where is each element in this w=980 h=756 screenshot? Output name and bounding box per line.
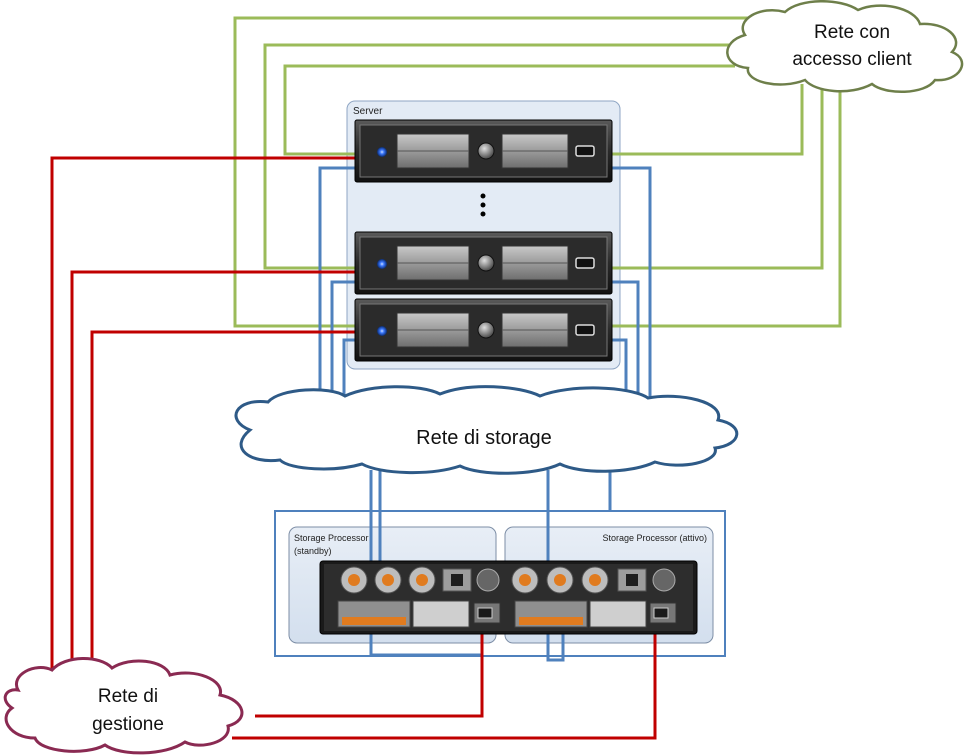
client-link-1 [233, 16, 760, 328]
management-links [50, 156, 657, 740]
server-group-label: Server [353, 106, 383, 117]
fan-row-left [340, 566, 500, 594]
management-network-cloud: Rete di gestione [3, 657, 244, 755]
storage-array [319, 560, 698, 635]
management-network-cloud-line1: Rete di [98, 686, 158, 707]
client-link-5 [612, 88, 824, 270]
sp-standby-label-line1: Storage Processor [294, 533, 369, 543]
mgmt-link-2 [70, 270, 356, 675]
mgmt-link-3 [90, 330, 356, 680]
storage-link-s3-left [342, 338, 356, 420]
usb-port-icon [575, 324, 595, 336]
client-access-cloud-line2: accesso client [792, 49, 912, 70]
client-access-cloud: Rete con accesso client [726, 0, 964, 94]
server-3 [354, 298, 613, 362]
io-modules-right [514, 600, 677, 628]
io-modules-left [337, 600, 501, 628]
mgmt-link-1 [50, 156, 356, 680]
sp-standby-label-line2: (standby) [294, 546, 332, 556]
client-link-4 [612, 84, 804, 156]
server-1 [354, 119, 613, 183]
usb-port-icon [575, 257, 595, 269]
storage-network-cloud-label: Rete di storage [416, 427, 552, 449]
management-network-cloud-line2: gestione [92, 714, 164, 735]
storage-network-cloud: Rete di storage [234, 385, 739, 475]
client-link-3 [283, 64, 735, 156]
power-led-icon [377, 147, 387, 157]
power-button-icon [477, 254, 495, 272]
power-led-icon [377, 259, 387, 269]
storage-link-s1-left [318, 166, 356, 420]
storage-link-frame [274, 510, 726, 657]
mgmt-port-right-icon [653, 607, 669, 619]
mgmt-link-5 [232, 618, 657, 740]
storage-link-s1-right [612, 166, 652, 420]
client-access-cloud-line1: Rete con [814, 22, 890, 43]
storage-link-s2-left [330, 280, 356, 420]
mgmt-port-left-icon [477, 607, 493, 619]
server-ellipsis-icon [480, 193, 486, 217]
server-2 [354, 231, 613, 295]
sp-active-label: Storage Processor (attivo) [602, 533, 707, 543]
client-link-6 [612, 86, 842, 328]
fan-row-right [511, 566, 676, 594]
storage-link-s2-right [612, 280, 640, 420]
power-led-icon [377, 326, 387, 336]
power-button-icon [477, 142, 495, 160]
usb-port-icon [575, 145, 595, 157]
mgmt-link-4 [255, 618, 484, 718]
power-button-icon [477, 321, 495, 339]
